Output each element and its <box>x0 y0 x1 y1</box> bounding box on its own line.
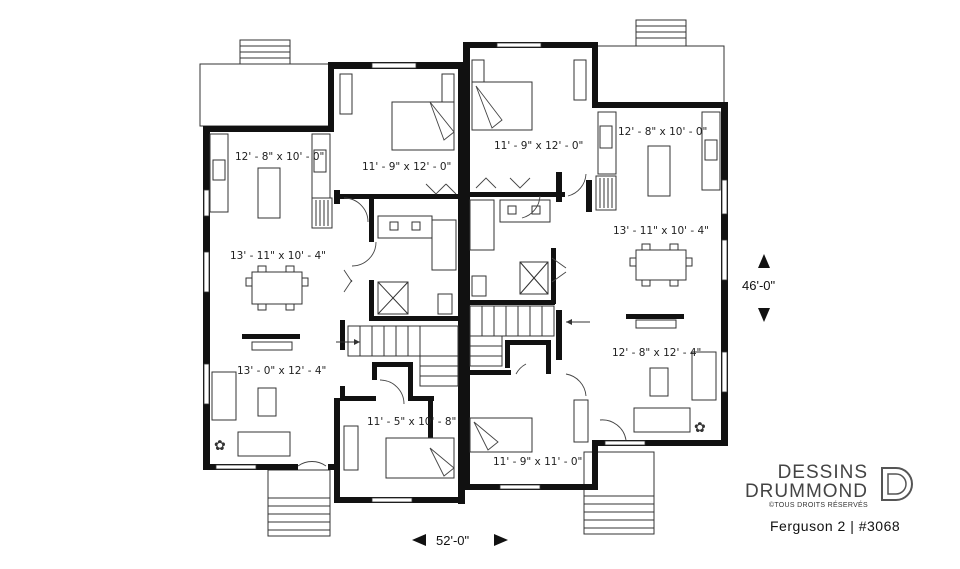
svg-text:✿: ✿ <box>694 419 706 435</box>
brand-rights: ©TOUS DROITS RÉSERVÉS <box>768 502 868 509</box>
right-arrow-icon <box>494 534 508 546</box>
brand-wordmark: DESSINS DRUMMOND ©TOUS DROITS RÉSERVÉS <box>745 463 868 509</box>
left-bedroom-top-furniture <box>339 73 455 151</box>
right-doors <box>475 173 627 441</box>
down-arrow-icon <box>758 308 770 322</box>
left-kitchen-fixtures <box>209 133 333 229</box>
brand-line-1: DESSINS <box>777 462 868 483</box>
right-dining-table <box>629 243 693 287</box>
label-left-bedroom-top: 11' - 9" x 12' - 0" <box>362 161 451 173</box>
plan-caption: Ferguson 2 | #3068 <box>770 518 901 534</box>
left-bathroom-fixtures <box>377 215 457 315</box>
brand-logo-icon <box>881 467 913 501</box>
width-dimension: 52'-0" <box>412 533 508 548</box>
depth-dimension: 46'-0" <box>742 254 776 322</box>
label-right-living: 12' - 8" x 12' - 4" <box>612 347 701 359</box>
right-bathroom-fixtures <box>469 199 551 297</box>
right-bedroom-bottom-furniture <box>469 399 589 453</box>
rear-deck-left <box>199 39 333 127</box>
label-right-bedroom-bottom: 11' - 9" x 11' - 0" <box>493 456 582 468</box>
left-doors <box>297 183 457 467</box>
brand-line-2: DRUMMOND <box>744 481 868 502</box>
right-living-furniture: ✿ <box>633 351 717 435</box>
left-living-furniture: ✿ <box>211 371 291 457</box>
left-arrow-icon <box>412 534 426 546</box>
label-right-dining: 13' - 11" x 10' - 4" <box>613 225 709 237</box>
label-right-kitchen: 12' - 8" x 10' - 0" <box>618 126 707 138</box>
label-left-dining: 13' - 11" x 10' - 4" <box>230 250 326 262</box>
rear-deck-right <box>595 19 725 107</box>
svg-text:✿: ✿ <box>214 437 226 453</box>
right-fireplace <box>626 314 684 329</box>
label-left-kitchen: 12' - 8" x 10' - 0" <box>235 151 324 163</box>
stairs-left <box>336 325 459 387</box>
width-label: 52'-0" <box>436 533 470 548</box>
front-porch-left <box>267 469 331 537</box>
depth-label: 46'-0" <box>742 278 776 293</box>
room-labels: 12' - 8" x 10' - 0" 13' - 11" x 10' - 4"… <box>230 126 709 468</box>
left-dining-table <box>245 265 309 311</box>
left-fireplace <box>242 334 300 351</box>
up-arrow-icon <box>758 254 770 268</box>
label-left-bedroom-bottom: 11' - 5" x 10' - 8" <box>367 416 456 428</box>
left-bedroom-bottom-furniture <box>343 425 455 479</box>
label-left-living: 13' - 0" x 12' - 4" <box>237 365 326 377</box>
right-kitchen-fixtures <box>595 111 721 211</box>
windows <box>203 42 728 503</box>
front-porch-right <box>583 451 655 535</box>
stairs-right <box>469 305 590 367</box>
label-right-bedroom-top: 11' - 9" x 12' - 0" <box>494 140 583 152</box>
right-bedroom-top-furniture <box>471 59 587 131</box>
